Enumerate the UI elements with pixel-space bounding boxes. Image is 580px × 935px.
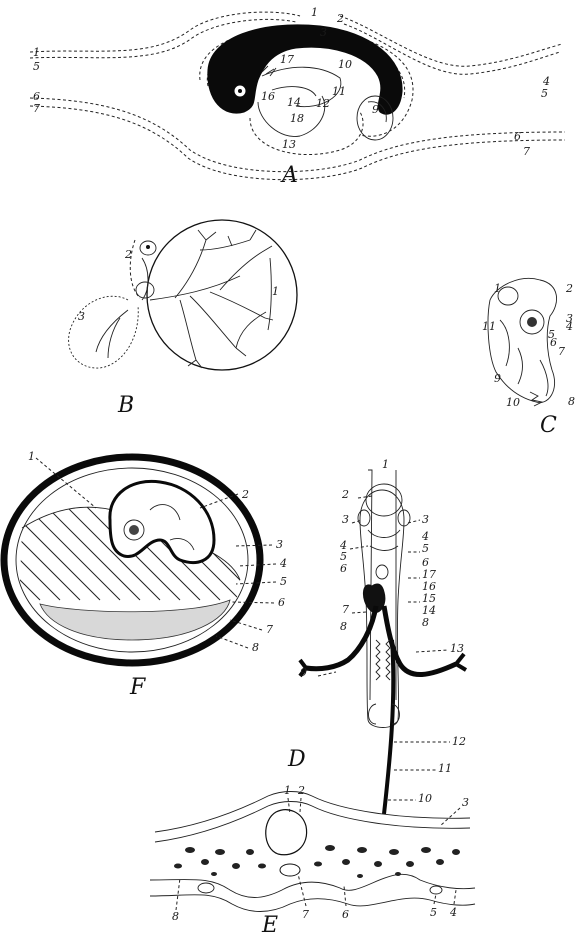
label-a-2-top: 2: [336, 12, 344, 25]
label-a-14: 14: [287, 96, 301, 109]
label-c-8: 8: [568, 395, 575, 408]
panel-e-cross-section: [150, 792, 475, 912]
label-a-7-left: 7: [33, 102, 40, 115]
label-a-16: 16: [261, 90, 275, 103]
label-d-9: 9: [300, 666, 307, 679]
label-e-6: 6: [342, 908, 349, 921]
label-a-3: 3: [320, 26, 327, 39]
label-e-7: 7: [302, 908, 309, 921]
label-e-4: 4: [449, 906, 457, 919]
label-d-1: 1: [382, 458, 389, 471]
panel-f-egg-section: [0, 457, 300, 663]
label-a-17: 17: [280, 53, 294, 66]
embryo-body: [208, 25, 402, 114]
label-d-13: 13: [450, 642, 464, 655]
panel-d-labels: 1 2 3 3 4 5 6 4 5 6 17 16 15 14 7 8 8 9 …: [287, 458, 466, 805]
label-f-6: 6: [278, 596, 285, 609]
label-d-12: 12: [452, 735, 466, 748]
label-a-18: 18: [290, 112, 304, 125]
label-f-5: 5: [280, 575, 287, 588]
label-d-8-right: 8: [422, 616, 429, 629]
label-a-13: 13: [282, 138, 296, 151]
label-e-5: 5: [430, 906, 437, 919]
label-c-1: 1: [494, 282, 501, 295]
label-d-2: 2: [341, 488, 349, 501]
label-c-2: 2: [565, 282, 573, 295]
panel-c-head-fold: [488, 278, 557, 406]
panel-letter-b: B: [117, 393, 134, 418]
label-e-8: 8: [172, 910, 179, 923]
panel-b-vascular-area: [69, 220, 297, 370]
label-a-5-right: 5: [541, 87, 548, 100]
panel-letter-d: D: [287, 747, 306, 772]
label-c-4: 4: [565, 320, 573, 333]
label-f-2: 2: [241, 488, 249, 501]
label-d-6-left: 6: [340, 562, 347, 575]
label-f-8: 8: [252, 641, 259, 654]
label-a-5-left: 5: [33, 60, 40, 73]
label-b-3: 3: [78, 310, 85, 323]
label-d-3-right: 3: [422, 513, 429, 526]
label-e-1: 1: [284, 784, 291, 797]
label-c-10: 10: [506, 396, 520, 409]
label-a-6-right: 6: [514, 130, 521, 143]
panel-letter-c: C: [540, 413, 557, 438]
label-d-8-left: 8: [340, 620, 347, 633]
panel-letter-f: F: [129, 675, 146, 700]
label-a-10: 10: [338, 58, 352, 71]
label-c-11: 11: [482, 320, 496, 333]
label-d-7: 7: [342, 603, 349, 616]
label-e-2: 2: [297, 784, 305, 797]
label-c-7: 7: [558, 345, 565, 358]
label-d-10: 10: [418, 792, 432, 805]
label-a-12: 12: [316, 97, 330, 110]
label-b-1: 1: [272, 285, 279, 298]
label-a-7-right: 7: [523, 145, 530, 158]
label-d-3-left: 3: [342, 513, 349, 526]
label-a-9: 9: [372, 103, 379, 116]
panel-e-labels: 1 2 3 8 7 6 5 4 E: [172, 784, 469, 935]
label-a-1-left: 1: [33, 46, 40, 59]
label-e-3: 3: [462, 796, 469, 809]
label-f-7: 7: [266, 623, 273, 636]
label-d-5-right: 5: [422, 542, 429, 555]
label-c-6: 6: [550, 336, 557, 349]
label-b-2: 2: [124, 248, 132, 261]
panel-b-labels: 1 2 3 B: [78, 248, 279, 418]
label-f-3: 3: [276, 538, 283, 551]
label-a-11: 11: [332, 85, 346, 98]
panel-c-labels: 1 2 3 4 5 6 7 8 9 10 11 C: [482, 282, 575, 438]
label-f-4: 4: [279, 557, 287, 570]
label-f-1: 1: [28, 450, 35, 463]
label-d-11: 11: [438, 762, 452, 775]
label-a-1-top: 1: [311, 6, 318, 19]
label-c-9: 9: [494, 372, 501, 385]
panel-letter-e: E: [261, 913, 278, 935]
panel-letter-a: A: [280, 163, 298, 188]
